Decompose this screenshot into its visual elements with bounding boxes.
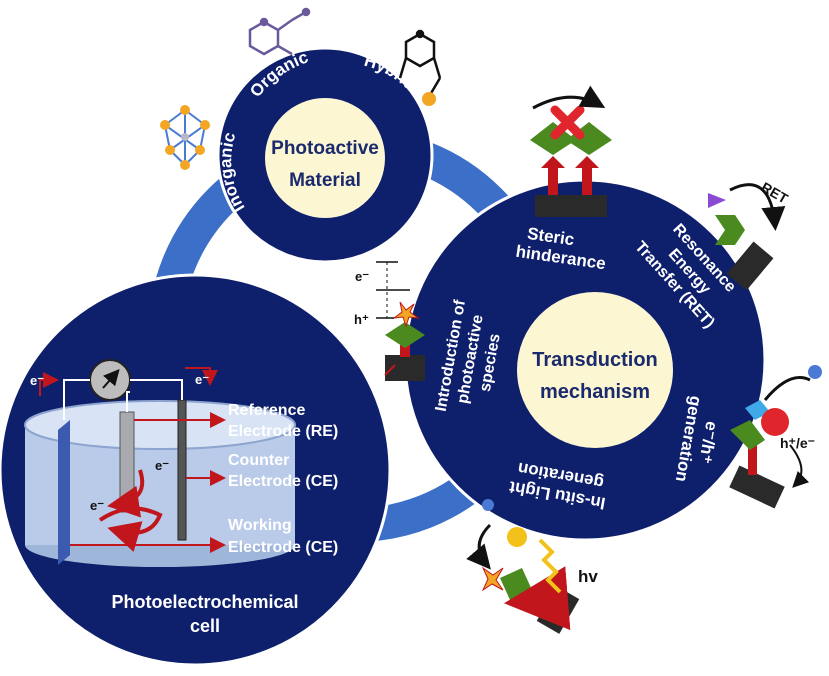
electron-flow-left-arrow [39,372,59,396]
electron-label-left: e⁻ [30,373,44,388]
steric-sensor-icon [530,85,612,217]
reference-electrode [119,411,135,513]
redox-cycle-arrow [98,506,163,552]
organic-molecule-icon [248,7,311,56]
transduction-inner-circle [517,292,673,448]
reference-label-line2: Electrode (RE) [228,423,338,440]
electron-label-low: e⁻ [90,498,104,513]
redox-curve-arrow [107,469,145,518]
photoactive-inner-circle [265,98,385,218]
electron-label-right: e⁻ [195,372,209,387]
counter-label-line1: Counter [228,452,289,469]
working-label-line2: Electrode (CE) [228,539,338,556]
hv-label: hv [578,567,598,586]
pec-title-line2: cell [190,616,220,636]
transduction-title-line1: Transduction [532,349,658,371]
energy-level-e-label: e⁻ [355,269,369,284]
light-sensor-icon: hv [466,499,598,634]
working-label-line1: Working [228,517,292,534]
transduction-group: Transduction mechanism Steric hinderance… [403,178,767,542]
reference-label-line1: Reference [228,402,305,419]
working-electrode [58,420,70,565]
ret-short-label: RET [759,179,792,207]
eh-sensor-icon: h⁺/e⁻ [729,365,822,509]
photoactive-title-line1: Photoactive [271,138,379,159]
pec-title-line1: Photoelectrochemical [111,592,298,612]
inorganic-cluster-icon [160,105,210,170]
circuit-wires [63,379,183,420]
hybrid-molecule-icon [398,29,442,106]
electron-label-mid: e⁻ [155,458,169,473]
ammeter-needle [102,368,120,389]
photoactive-title-line2: Material [289,170,361,191]
energy-level-h-label: h⁺ [354,312,369,327]
hole-electron-label: h⁺/e⁻ [780,435,815,451]
electron-flow-right-arrow [185,367,218,386]
pec-cell-group: e⁻ e⁻ e⁻ e⁻ Reference Electrode (RE) Cou… [0,273,392,667]
counter-label-line2: Electrode (CE) [228,473,338,490]
transduction-title-line2: mechanism [540,381,650,403]
intro-species-icon: e⁻ h⁺ [354,261,425,381]
